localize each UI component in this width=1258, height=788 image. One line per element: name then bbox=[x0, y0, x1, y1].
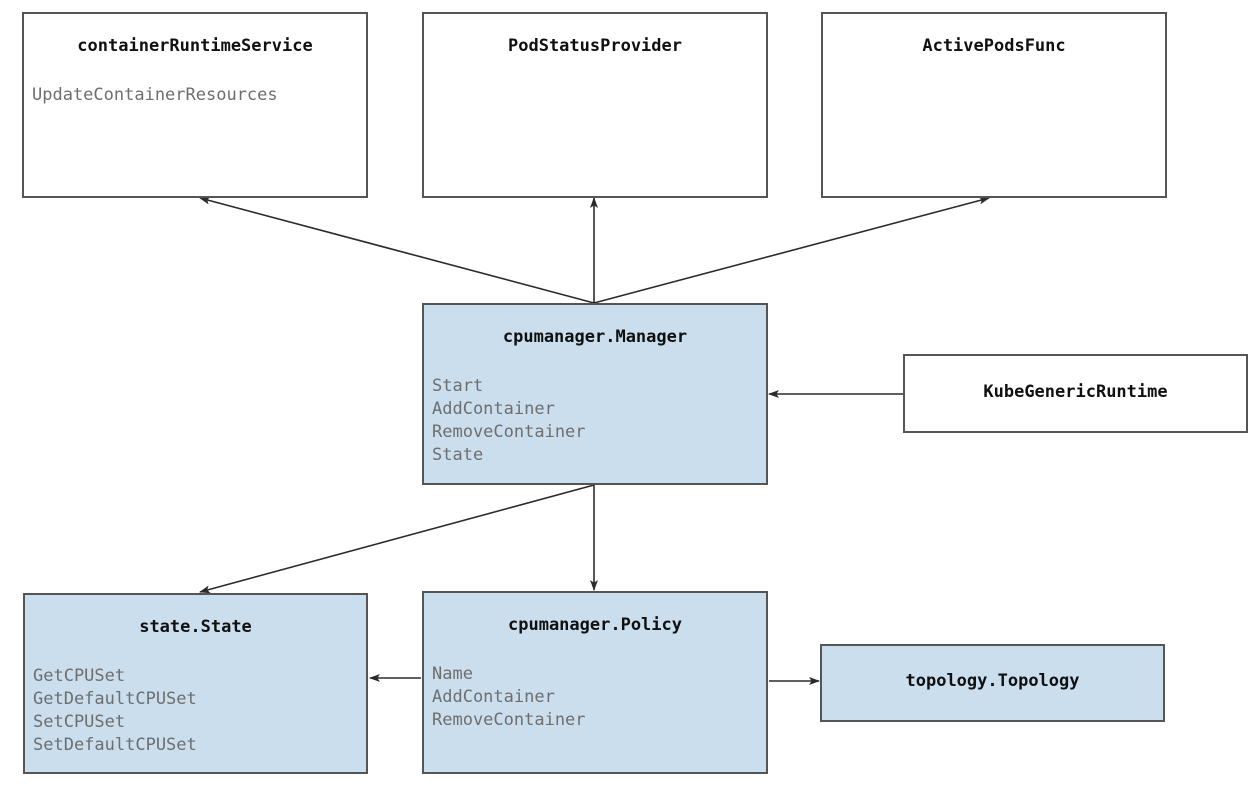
class-member: Name bbox=[432, 664, 473, 684]
class-node-title: ActivePodsFunc bbox=[922, 36, 1066, 56]
class-node-title: cpumanager.Manager bbox=[502, 327, 688, 347]
class-member: AddContainer bbox=[432, 399, 555, 419]
class-node-title: KubeGenericRuntime bbox=[983, 381, 1168, 402]
class-node-KubeGenericRuntime[interactable]: KubeGenericRuntime bbox=[903, 354, 1248, 433]
class-node-topologyTopology[interactable]: topology.Topology bbox=[820, 644, 1165, 722]
class-member: GetDefaultCPUSet bbox=[33, 689, 197, 709]
class-member: GetCPUSet bbox=[33, 666, 126, 686]
edge-manager-to-containerRuntimeService bbox=[199, 196, 595, 304]
class-member: UpdateContainerResources bbox=[32, 85, 278, 105]
class-member: SetDefaultCPUSet bbox=[33, 735, 197, 755]
class-node-title: topology.Topology bbox=[905, 671, 1080, 691]
class-node-ActivePodsFunc[interactable]: ActivePodsFunc bbox=[821, 12, 1167, 198]
class-member: Start bbox=[432, 376, 484, 396]
class-node-title: PodStatusProvider bbox=[508, 36, 682, 56]
class-member: AddContainer bbox=[432, 687, 555, 707]
class-member: State bbox=[432, 445, 484, 465]
class-node-title: cpumanager.Policy bbox=[508, 615, 682, 635]
class-node-PodStatusProvider[interactable]: PodStatusProvider bbox=[422, 12, 768, 198]
edge-manager-to-activePodsFunc bbox=[593, 196, 990, 304]
class-member: SetCPUSet bbox=[33, 712, 126, 732]
edge-manager-to-stateState bbox=[199, 484, 595, 594]
class-member: RemoveContainer bbox=[432, 710, 586, 730]
class-member: RemoveContainer bbox=[432, 422, 586, 442]
class-node-members: UpdateContainerResources bbox=[32, 84, 362, 107]
class-node-title: state.State bbox=[139, 617, 252, 637]
class-node-title: containerRuntimeService bbox=[77, 36, 313, 56]
